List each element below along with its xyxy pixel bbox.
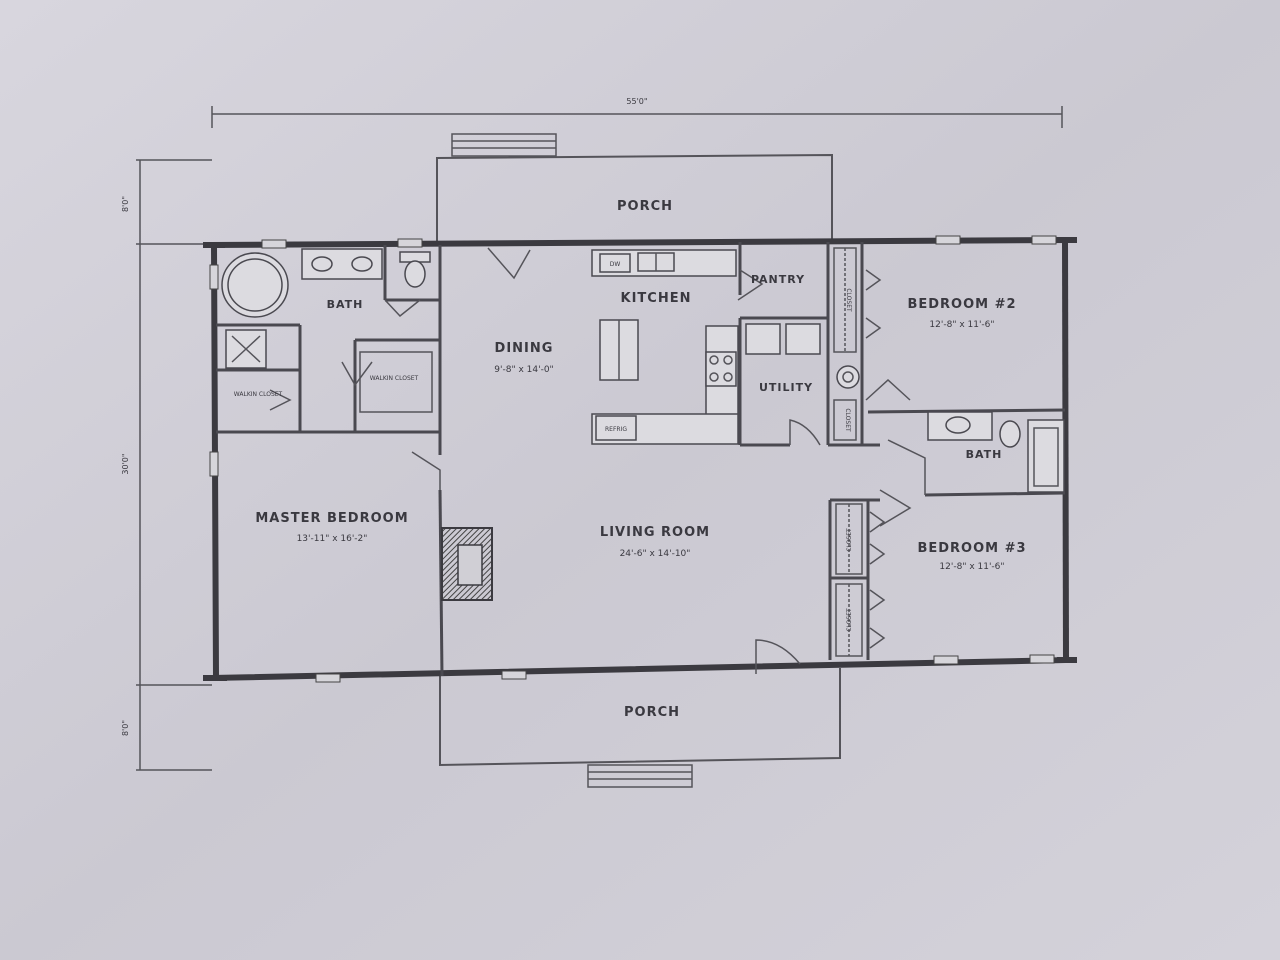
master-bedroom-size: 13'-11" x 16'-2": [297, 534, 368, 544]
doors: [269, 247, 926, 674]
closet-label-c: CLOSET: [846, 528, 853, 552]
pantry-label: PANTRY: [751, 273, 805, 286]
refrigerator-label: REFRIG: [605, 426, 627, 433]
washer-icon: [745, 323, 781, 355]
dining-label: DINING: [495, 341, 554, 356]
walkin-closet-label-2: WALKIN CLOSET: [234, 391, 283, 398]
overall-width-label: 55'0": [626, 97, 647, 106]
toilet-icon: [999, 420, 1021, 448]
kitchen-fixtures: DW REFRIG: [591, 249, 739, 445]
closet-label-d: CLOSET: [846, 608, 853, 632]
walkin-closet-label-1: WALKIN CLOSET: [370, 375, 419, 382]
dishwasher-label: DW: [610, 261, 621, 268]
fireplace: [441, 527, 493, 601]
closet-label-a: CLOSET: [845, 288, 852, 312]
rear-porch-label: PORCH: [617, 199, 673, 214]
closet-label-b: CLOSET: [844, 408, 851, 432]
bath2-fixtures: [927, 411, 1065, 493]
toilet-icon: [404, 260, 426, 288]
living-room-label: LIVING ROOM: [600, 525, 710, 540]
front-porch: [439, 668, 841, 788]
exterior-walls: [203, 236, 1077, 682]
master-bath-fixtures: [221, 248, 433, 413]
bedroom3-size: 12'-8" x 11'-6": [939, 562, 1004, 572]
dining-size: 9'-8" x 14'-0": [494, 365, 553, 375]
sink-icon: [945, 416, 971, 434]
rear-porch: [436, 133, 833, 244]
bedroom2-label: BEDROOM #2: [907, 297, 1016, 312]
dimension-lines: [136, 106, 1063, 771]
living-room-size: 24'-6" x 14'-10": [620, 549, 691, 559]
sink-icon: [351, 256, 373, 272]
kitchen-label: KITCHEN: [621, 291, 692, 306]
house-depth-label: 30'0": [121, 453, 130, 474]
master-bedroom-label: MASTER BEDROOM: [255, 511, 408, 526]
refrigerator-icon: [595, 415, 637, 441]
utility-fixtures: [745, 323, 860, 389]
dryer-icon: [785, 323, 821, 355]
water-heater-icon: [836, 365, 860, 389]
utility-label: UTILITY: [759, 381, 813, 394]
dishwasher-icon: [599, 253, 631, 273]
closet-shelves: [833, 247, 863, 657]
bedroom3-label: BEDROOM #3: [917, 541, 1026, 556]
front-porch-depth-label: 8'0": [121, 720, 130, 736]
sink-icon: [311, 256, 333, 272]
bedroom2-size: 12'-8" x 11'-6": [929, 320, 994, 330]
rear-porch-depth-label: 8'0": [121, 196, 130, 212]
windows: [209, 235, 1057, 683]
front-porch-label: PORCH: [624, 705, 680, 720]
master-bath-label: BATH: [327, 298, 364, 311]
interior-walls: [216, 242, 1066, 677]
bath2-label: BATH: [966, 448, 1003, 461]
